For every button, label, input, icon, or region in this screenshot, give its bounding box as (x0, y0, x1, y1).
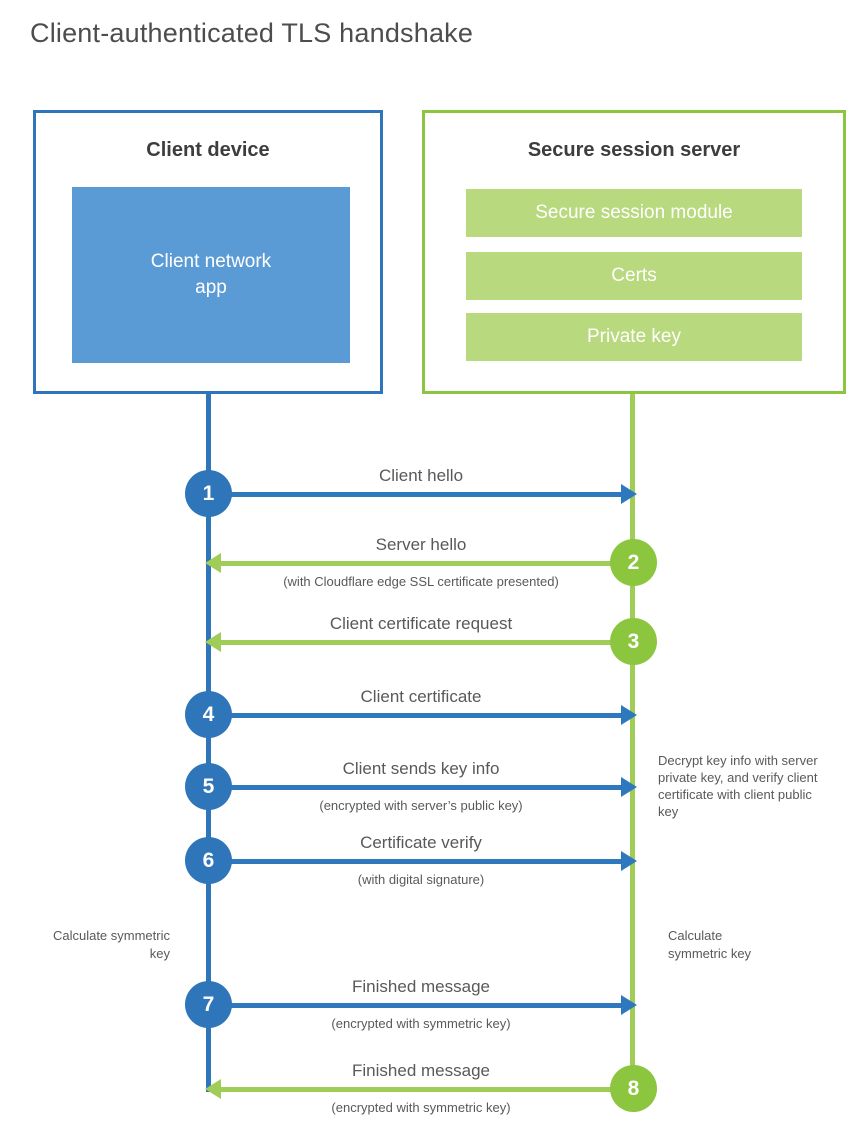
page-title: Client-authenticated TLS handshake (30, 18, 474, 48)
arrow-left-icon (205, 632, 221, 652)
step-label: Client certificate request (329, 614, 513, 633)
arrow-line (209, 492, 625, 497)
arrow-line (217, 1087, 633, 1092)
client-network-app-box: Client network app (72, 187, 350, 363)
arrow-right-icon (621, 851, 637, 871)
arrow-line (217, 561, 633, 566)
private-key-bar: Private key (466, 313, 802, 361)
step-8-badge: 8 (610, 1065, 657, 1112)
arrow-right-icon (621, 484, 637, 504)
decrypt-key-note: Decrypt key info with server private key… (658, 753, 818, 819)
client-device-header: Client device (146, 139, 270, 161)
step-1-badge: 1 (185, 470, 232, 517)
arrow-line (209, 713, 625, 718)
secure-session-module-bar: Secure session module (466, 189, 802, 237)
step-label: Certificate verify (360, 833, 482, 852)
step-sublabel: (encrypted with symmetric key) (331, 1100, 511, 1115)
calculate-symmetric-key-note-server: Calculate symmetric key (668, 928, 752, 961)
step-3-badge: 3 (610, 618, 657, 665)
step-sublabel: (encrypted with symmetric key) (331, 1016, 511, 1031)
step-5-badge: 5 (185, 763, 232, 810)
step-label: Client hello (378, 466, 464, 485)
arrow-line (209, 859, 625, 864)
step-4-badge: 4 (185, 691, 232, 738)
step-label: Finished message (352, 977, 490, 996)
secure-session-server-header: Secure session server (527, 139, 741, 161)
step-2-badge: 2 (610, 539, 657, 586)
arrow-right-icon (621, 995, 637, 1015)
client-network-app-label: Client network app (150, 251, 272, 298)
secure-session-server-box: Secure session server Secure session mod… (422, 110, 846, 394)
client-lifeline (206, 394, 211, 1092)
client-device-box: Client device Client network app (33, 110, 383, 394)
arrow-right-icon (621, 777, 637, 797)
certs-bar: Certs (466, 252, 802, 300)
arrow-left-icon (205, 1079, 221, 1099)
step-sublabel: (with digital signature) (357, 872, 485, 887)
arrow-line (209, 1003, 625, 1008)
step-label: Client certificate (360, 687, 482, 706)
arrow-left-icon (205, 553, 221, 573)
step-sublabel: (encrypted with server’s public key) (319, 798, 523, 813)
step-6-badge: 6 (185, 837, 232, 884)
arrow-line (209, 785, 625, 790)
calculate-symmetric-key-note-client: Calculate symmetric key (52, 928, 170, 961)
step-label: Finished message (352, 1061, 490, 1080)
step-sublabel: (with Cloudflare edge SSL certificate pr… (283, 574, 559, 589)
step-label: Client sends key info (342, 759, 500, 778)
arrow-line (217, 640, 633, 645)
step-label: Server hello (375, 535, 467, 554)
arrow-right-icon (621, 705, 637, 725)
step-7-badge: 7 (185, 981, 232, 1028)
server-lifeline (630, 394, 635, 1090)
